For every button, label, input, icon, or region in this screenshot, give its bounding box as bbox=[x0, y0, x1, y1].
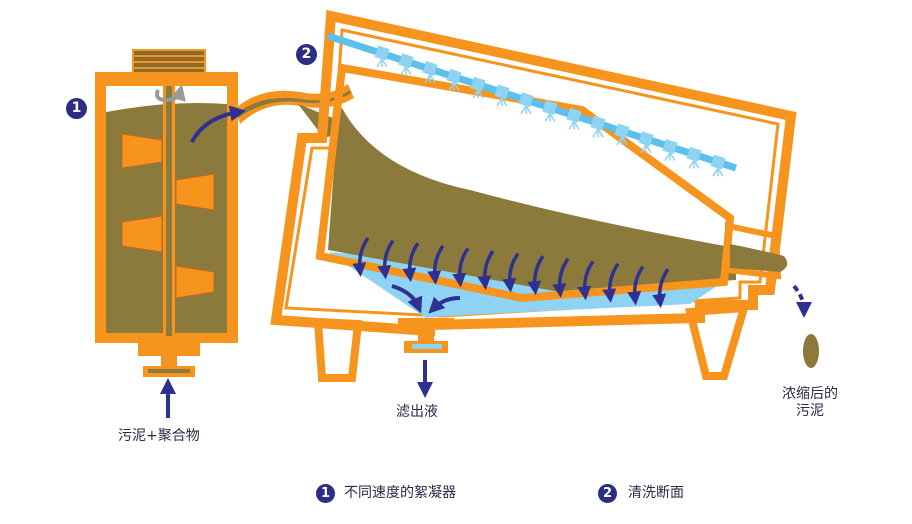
drain-arrow bbox=[577, 260, 595, 301]
drum-thickener bbox=[270, 9, 797, 382]
legend-badge-2: 2 bbox=[598, 484, 617, 503]
drain-arrow bbox=[602, 262, 620, 303]
drain-arrow bbox=[427, 244, 445, 285]
spray-nozzle bbox=[686, 146, 702, 169]
spray-nozzle bbox=[446, 68, 462, 91]
label-thickened-line1: 浓缩后的 bbox=[782, 386, 838, 402]
legend-badge-1: 1 bbox=[316, 484, 335, 503]
swirl-arrow-right bbox=[428, 296, 461, 314]
spray-nozzle bbox=[518, 92, 534, 115]
spray-nozzle bbox=[638, 131, 654, 154]
callout-badge-2: 2 bbox=[296, 44, 317, 65]
drain-arrow bbox=[652, 268, 670, 309]
rotor-paddle bbox=[175, 173, 215, 211]
drum-wall bbox=[315, 63, 735, 303]
drain-arrow bbox=[477, 249, 495, 290]
drain-arrow bbox=[352, 236, 370, 277]
spray-nozzles bbox=[374, 45, 726, 177]
flow-arrow-to-drum bbox=[190, 105, 246, 143]
drain-arrow bbox=[402, 242, 420, 283]
spray-nozzle bbox=[662, 139, 678, 161]
spray-nozzle bbox=[374, 45, 390, 68]
drain-arrow bbox=[527, 255, 545, 296]
drain-arrow bbox=[502, 252, 520, 293]
outlet-spout bbox=[725, 222, 782, 280]
thickened-sludge-drop bbox=[803, 334, 819, 368]
drainage-arrows bbox=[352, 236, 670, 309]
drain-arrow bbox=[552, 257, 570, 298]
drain-arrow bbox=[627, 265, 645, 306]
legend-text-2: 清洗断面 bbox=[628, 485, 684, 501]
sludge-discharge bbox=[730, 244, 788, 272]
spray-nozzle bbox=[566, 107, 582, 130]
spray-nozzle bbox=[422, 61, 438, 83]
spray-nozzle bbox=[542, 100, 558, 122]
spray-nozzle bbox=[398, 53, 414, 76]
spray-nozzle bbox=[470, 76, 486, 99]
label-inlet: 污泥+聚合物 bbox=[118, 428, 200, 444]
drain-arrow bbox=[377, 239, 395, 280]
spray-nozzle bbox=[614, 123, 630, 146]
tank-inlet-fitting bbox=[138, 343, 200, 377]
rotor-paddle bbox=[175, 265, 215, 299]
label-thickened-line2: 污泥 bbox=[796, 403, 824, 419]
label-filtrate: 滤出液 bbox=[396, 404, 438, 420]
discharge-arrow bbox=[792, 284, 812, 318]
callout-badge-1: 1 bbox=[66, 98, 87, 119]
label-thickened-sludge: 浓缩后的 污泥 bbox=[760, 386, 860, 420]
rotor-paddle bbox=[121, 215, 163, 253]
drum-sludge bbox=[328, 108, 736, 292]
spray-nozzle bbox=[494, 84, 510, 107]
rotor-paddle bbox=[121, 133, 163, 169]
drain-arrow bbox=[452, 247, 470, 288]
spray-bar bbox=[326, 32, 738, 177]
swirl-arrow-left bbox=[391, 284, 423, 314]
rotation-arrow bbox=[155, 84, 186, 103]
outer-frame bbox=[270, 9, 797, 337]
right-leg bbox=[684, 303, 750, 380]
legend-text-1: 不同速度的絮凝器 bbox=[344, 485, 456, 501]
left-leg bbox=[313, 317, 363, 382]
flocculator-tank bbox=[95, 49, 238, 377]
spray-nozzle bbox=[590, 115, 606, 138]
spray-nozzle bbox=[710, 154, 726, 177]
